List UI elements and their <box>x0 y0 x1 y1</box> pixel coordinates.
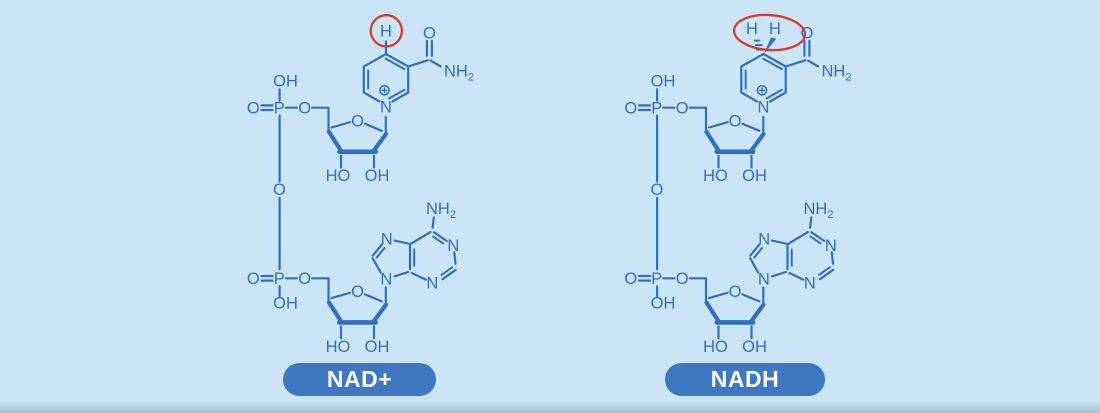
hydrogen-label: H <box>380 23 392 41</box>
highlight-ellipse <box>732 13 807 52</box>
nadh-caption-pill: NADH <box>665 363 825 396</box>
nadh-highlight: H H <box>732 13 807 54</box>
nad-plus-caption: NAD+ <box>326 366 393 392</box>
highlight-circle <box>369 14 404 48</box>
nad-plus-caption-pill: NAD+ <box>283 363 436 396</box>
hydrogen-label: H <box>746 20 758 38</box>
nadh-caption: NADH <box>710 366 780 392</box>
nadh-structure: H H <box>624 13 851 356</box>
nadh-skeleton <box>624 25 851 356</box>
hydrogen-label: H <box>769 20 781 38</box>
nad-plus-skeleton <box>247 25 474 356</box>
nad-plus-structure: H <box>247 14 474 356</box>
nad-plus-highlight: H <box>369 14 404 54</box>
